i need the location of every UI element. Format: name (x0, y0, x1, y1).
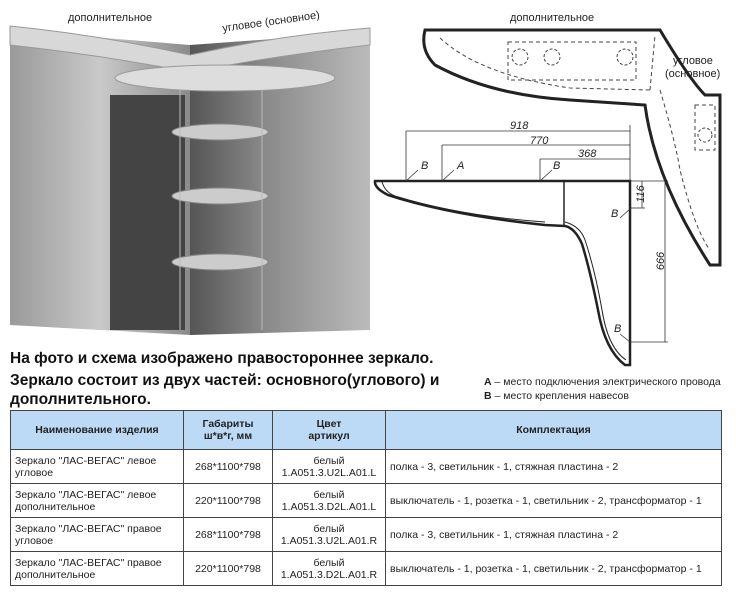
dimension-116: 116 (634, 185, 647, 203)
dimension-368: 368 (578, 148, 597, 160)
mark-b-4: B (614, 323, 622, 335)
mark-a: A (457, 160, 465, 172)
description-line-1: На фото и схема изображено правосторонне… (10, 350, 434, 367)
cell-dims: 220*1100*798 (183, 551, 273, 586)
cell-dims: 220*1100*798 (183, 483, 273, 518)
cell-kit: выключатель - 1, розетка - 1, светильник… (385, 551, 722, 586)
dimension-918: 918 (510, 120, 529, 132)
top-schematic (422, 28, 722, 267)
description-line-3: дополнительного. (10, 391, 151, 408)
schematic-label-corner-1: угловое (673, 55, 713, 67)
cell-kit: выключатель - 1, розетка - 1, светильник… (385, 483, 722, 518)
dimension-770: 770 (530, 135, 549, 147)
schematic-label-additional: дополнительное (510, 12, 595, 24)
cell-name: Зеркало "ЛАС-ВЕГАС" правое дополнительно… (10, 551, 184, 586)
cell-kit: полка - 3, светильник - 1, стяжная пласт… (385, 449, 722, 484)
cell-dims: 268*1100*798 (183, 449, 273, 484)
schematic-label-corner-2: (основное) (665, 68, 721, 80)
mark-b-3: B (611, 208, 619, 220)
mark-b-1: B (421, 160, 429, 172)
cell-name: Зеркало "ЛАС-ВЕГАС" левое угловое (10, 449, 184, 484)
legend-b: В – место крепления навесов (484, 390, 629, 402)
mark-b-2: B (553, 160, 561, 172)
cell-kit: полка - 3, светильник - 1, стяжная пласт… (385, 517, 722, 552)
cell-name: Зеркало "ЛАС-ВЕГАС" правое угловое (10, 517, 184, 552)
table-row: Зеркало "ЛАС-ВЕГАС" левое дополнительное… (10, 483, 722, 518)
dimension-drawing (373, 125, 668, 367)
mirror-photo (9, 25, 371, 335)
photo-label-additional: дополнительное (68, 12, 153, 24)
dimension-666: 666 (655, 251, 668, 271)
description-line-2: Зеркало состоит из двух частей: основног… (10, 372, 440, 389)
table-row: Зеркало "ЛАС-ВЕГАС" правое дополнительно… (10, 551, 722, 586)
legend-a: А – место подключения электрического про… (484, 376, 721, 388)
header-name: Наименование изделия (10, 410, 184, 450)
cell-dims: 268*1100*798 (183, 517, 273, 552)
cell-name: Зеркало "ЛАС-ВЕГАС" левое дополнительное (10, 483, 184, 518)
header-kit: Комплектация (385, 410, 722, 450)
